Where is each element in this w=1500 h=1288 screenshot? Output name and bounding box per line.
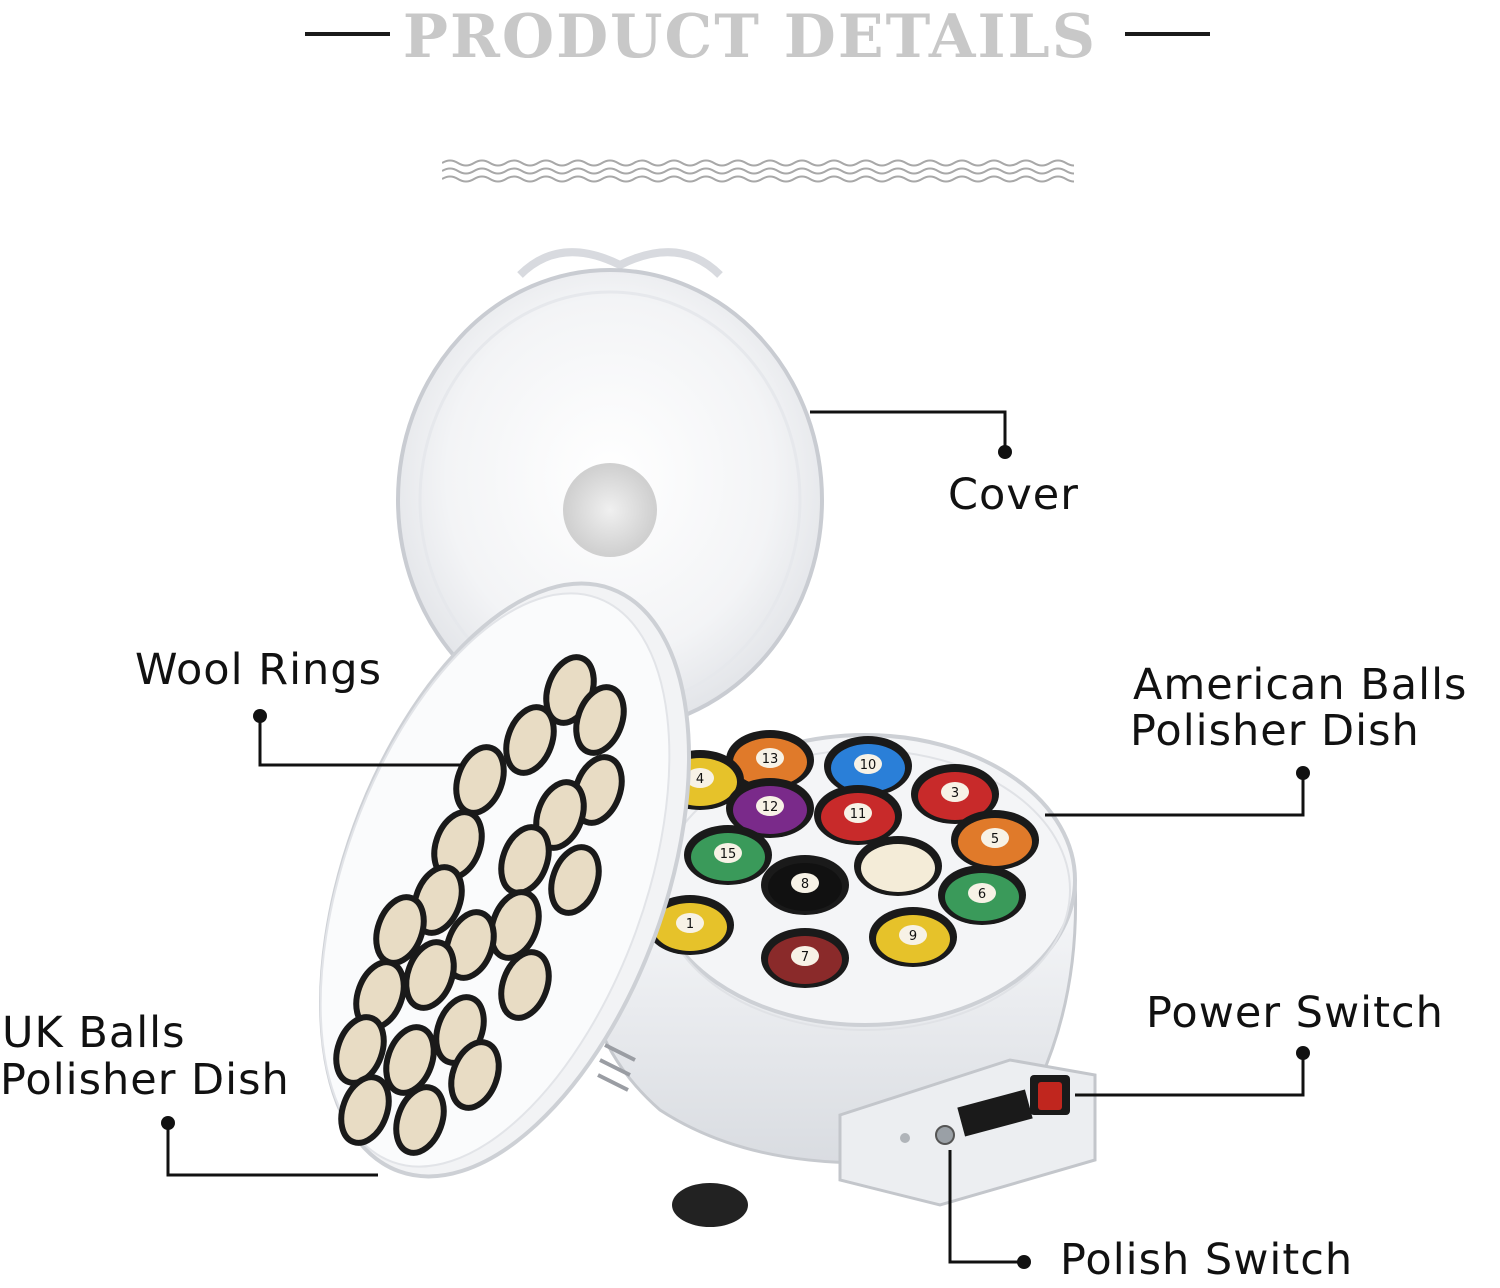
wool-ring bbox=[498, 949, 552, 1021]
ball-number: 13 bbox=[762, 752, 779, 767]
american-dish-label-line2: Polisher Dish bbox=[1130, 706, 1420, 756]
page-title: PRODUCT DETAILS bbox=[402, 2, 1098, 72]
billiard-ball bbox=[854, 836, 942, 896]
billiard-ball: 9 bbox=[869, 907, 957, 967]
power-switch-rocker bbox=[1038, 1082, 1062, 1110]
american-dish-label-line1: American Balls bbox=[1133, 660, 1468, 710]
ball-number: 7 bbox=[801, 950, 809, 965]
polish-switch-label: Polish Switch bbox=[1060, 1235, 1354, 1285]
wool-ring bbox=[573, 684, 627, 756]
ball-number: 9 bbox=[909, 929, 917, 944]
billiard-ball: 12 bbox=[726, 778, 814, 838]
wool-ring bbox=[448, 1039, 502, 1111]
control-panel bbox=[838, 1058, 1097, 1207]
wool-ring bbox=[333, 1014, 387, 1086]
wool-ring bbox=[503, 704, 557, 776]
title-rule-right bbox=[1125, 32, 1210, 36]
wool-ring bbox=[488, 889, 542, 961]
wool-ring bbox=[383, 1024, 437, 1096]
billiard-ball: 11 bbox=[814, 785, 902, 845]
wool-rings-group bbox=[333, 654, 627, 1156]
ball-number: 4 bbox=[696, 772, 704, 787]
header: PRODUCT DETAILS bbox=[0, 0, 1500, 200]
wool-ring bbox=[393, 1084, 447, 1156]
wool-ring bbox=[403, 939, 457, 1011]
polish-switch-knob bbox=[935, 1125, 955, 1145]
cover-label: Cover bbox=[948, 470, 1079, 520]
billiard-ball: 3 bbox=[911, 764, 999, 824]
ball-number: 3 bbox=[951, 786, 959, 801]
billiard-ball: 15 bbox=[684, 825, 772, 885]
title-rule-left bbox=[305, 32, 390, 36]
billiard-ball: 13 bbox=[726, 730, 814, 790]
ball-number: 6 bbox=[978, 887, 986, 902]
balls-group: 13 10 3 4 12 11 5 15 8 6 1 7 9 bbox=[646, 730, 1039, 988]
billiard-ball: 8 bbox=[761, 855, 849, 915]
ball-number: 1 bbox=[686, 917, 694, 932]
ball-number: 12 bbox=[762, 800, 779, 815]
billiard-ball: 7 bbox=[761, 928, 849, 988]
uk-dish-label-line1: UK Balls bbox=[2, 1008, 186, 1058]
ball-number: 15 bbox=[720, 847, 737, 862]
ball-number: 5 bbox=[991, 832, 999, 847]
wool-rings-label: Wool Rings bbox=[135, 645, 383, 695]
ball-number: 8 bbox=[801, 877, 809, 892]
billiard-ball: 5 bbox=[951, 810, 1039, 870]
power-switch-label: Power Switch bbox=[1146, 988, 1444, 1038]
wave-divider bbox=[442, 159, 1074, 183]
billiard-ball: 1 bbox=[646, 895, 734, 955]
billiard-ball: 6 bbox=[938, 865, 1026, 925]
ball-number: 10 bbox=[860, 758, 877, 773]
billiard-ball: 10 bbox=[824, 736, 912, 796]
wool-ring bbox=[443, 909, 497, 981]
ball-number: 11 bbox=[850, 807, 867, 822]
uk-dish-label-line2: Polisher Dish bbox=[0, 1055, 290, 1105]
wool-ring bbox=[548, 844, 602, 916]
